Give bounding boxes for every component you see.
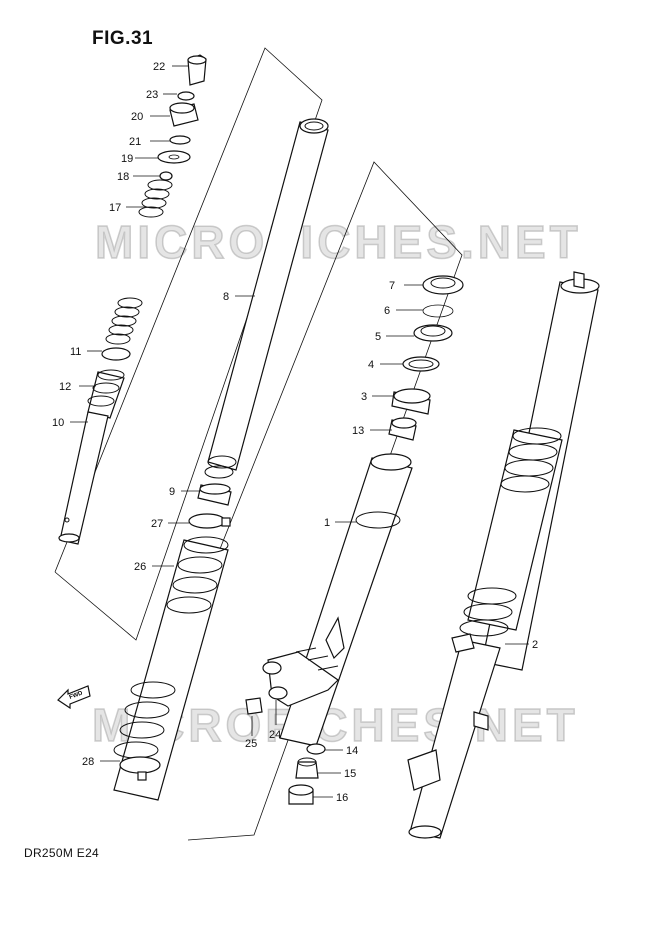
callout-14: 14 (346, 745, 358, 757)
callout-3: 3 (361, 391, 367, 403)
inner-tube-assembly (113, 118, 329, 801)
callout-18: 18 (117, 171, 129, 183)
axle-holder-assembly (245, 647, 339, 805)
model-code: DR250M E24 (24, 846, 100, 860)
callout-12: 12 (59, 381, 71, 393)
callout-2: 2 (532, 639, 538, 651)
leader-lines (70, 65, 529, 798)
callout-17: 17 (109, 202, 121, 214)
callout-20: 20 (131, 111, 143, 123)
fwd-arrow-icon: FWD (57, 685, 91, 710)
callout-22: 22 (153, 61, 165, 73)
svg-text:FWD: FWD (69, 690, 85, 701)
assembled-fork (407, 271, 600, 839)
callout-13: 13 (352, 425, 364, 437)
callout-19: 19 (121, 153, 133, 165)
figure-title: FIG.31 (92, 28, 154, 49)
callout-11: 11 (70, 346, 81, 358)
damper-rod-assembly (58, 54, 207, 545)
middle-frame-line (127, 161, 463, 841)
callout-6: 6 (384, 305, 390, 317)
callout-27: 27 (151, 518, 163, 530)
left-frame-line (54, 47, 323, 641)
callout-25: 25 (245, 738, 257, 750)
callout-26: 26 (134, 561, 146, 573)
callout-5: 5 (375, 331, 381, 343)
callout-10: 10 (52, 417, 64, 429)
callout-7: 7 (389, 280, 395, 292)
callout-15: 15 (344, 768, 356, 780)
callout-23: 23 (146, 89, 158, 101)
callout-9: 9 (169, 486, 175, 498)
callout-16: 16 (336, 792, 348, 804)
spring-17 (138, 179, 173, 218)
callout-24: 24 (269, 729, 281, 741)
callout-labels: 22 23 20 21 19 18 17 11 12 10 8 9 27 26 … (52, 61, 538, 804)
callout-4: 4 (368, 359, 374, 371)
callout-1: 1 (324, 517, 330, 529)
fork-spring (105, 297, 143, 345)
callout-8: 8 (223, 291, 229, 303)
watermark-top: MICROFICHES.NET (94, 215, 582, 269)
callout-21: 21 (129, 136, 141, 148)
callout-28: 28 (82, 756, 94, 768)
